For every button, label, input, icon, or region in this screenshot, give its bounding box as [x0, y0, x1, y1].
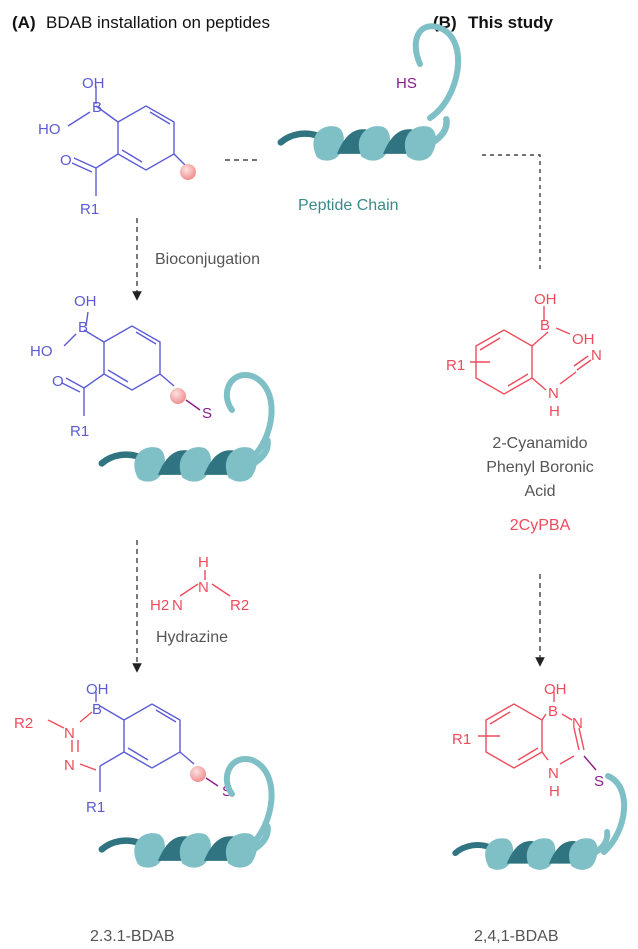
reagent-abbrev: 2CyPBA [510, 517, 571, 534]
panel-a-product-hetero [47, 711, 97, 771]
atom-n-3b: N [64, 757, 75, 774]
peptide-label: Peptide Chain [298, 197, 399, 214]
atom-oh-3: OH [86, 681, 109, 698]
panel-b-reagent-ring [470, 306, 592, 395]
atom-r1-3: R1 [86, 799, 105, 816]
reagent-name-1: 2-Cyanamido [492, 435, 587, 452]
hydrazine-structure [179, 570, 231, 597]
panel-a-title: BDAB installation on peptides [46, 13, 270, 32]
atom-n-3a: N [64, 725, 75, 742]
atom-ho-2: HO [30, 343, 53, 360]
atom-o-2: O [52, 373, 64, 390]
atom-n-b1: N [548, 385, 559, 402]
atom-h-b1: H [549, 403, 560, 420]
panel-a-tag: (A) [12, 13, 36, 32]
atom-b-b1: B [540, 317, 550, 334]
hydrazine-h2: H2 [150, 597, 169, 614]
atom-b: B [92, 99, 102, 116]
thioether-bond-3 [205, 777, 219, 787]
reagent-name-2: Phenyl Boronic [486, 459, 594, 476]
hydrazine-h: H [198, 554, 209, 571]
atom-o: O [60, 152, 72, 169]
panel-a-reagent [67, 86, 187, 196]
thioether-bond-b [583, 755, 597, 771]
atom-oh-b1b: OH [572, 331, 595, 348]
peptide-chain-a3 [102, 756, 275, 868]
panel-b-product [478, 692, 585, 769]
hydrazine-n1: N [198, 579, 209, 596]
atom-oh-b2: OH [544, 681, 567, 698]
atom-r1-2: R1 [70, 423, 89, 440]
thiol-label: HS [396, 75, 417, 92]
linker-bead-2 [170, 388, 186, 404]
panel-a-conjugate [61, 311, 175, 416]
atom-r1: R1 [80, 201, 99, 218]
linker-bead-3 [190, 766, 206, 782]
thioether-bond [185, 399, 201, 411]
atom-h-b2: H [549, 783, 560, 800]
atom-r2-3: R2 [14, 715, 33, 732]
product-b-label: 2,4,1-BDAB [474, 928, 558, 945]
atom-nh-b2: N [548, 765, 559, 782]
atom-oh-2: OH [74, 293, 97, 310]
hydrazine-r2: R2 [230, 597, 249, 614]
atom-oh: OH [82, 75, 105, 92]
panel-b-title: This study [468, 13, 554, 32]
product-a-label: 2.3.1-BDAB [90, 928, 174, 945]
atom-n-b1b: N [591, 347, 602, 364]
linker-bead [180, 164, 196, 180]
atom-b-3: B [92, 701, 102, 718]
atom-ho: HO [38, 121, 61, 138]
peptide-chain [281, 23, 462, 160]
atom-b-b2: B [548, 703, 558, 720]
bioconjugation-label: Bioconjugation [155, 251, 260, 268]
atom-b-2: B [78, 319, 88, 336]
peptide-chain-b2 [455, 773, 628, 870]
atom-n-b2: N [572, 715, 583, 732]
atom-r1-b1: R1 [446, 357, 465, 374]
atom-s-2: S [202, 405, 212, 422]
reagent-name-3: Acid [524, 483, 555, 500]
atom-oh-b1: OH [534, 291, 557, 308]
panel-a-product-ring [95, 692, 195, 792]
atom-r1-b2: R1 [452, 731, 471, 748]
peptide-chain-a2 [102, 372, 275, 482]
hydrazine-n2: N [172, 597, 183, 614]
atom-s-b2: S [594, 773, 604, 790]
connector-right [482, 154, 541, 270]
hydrazine-label: Hydrazine [156, 629, 228, 646]
